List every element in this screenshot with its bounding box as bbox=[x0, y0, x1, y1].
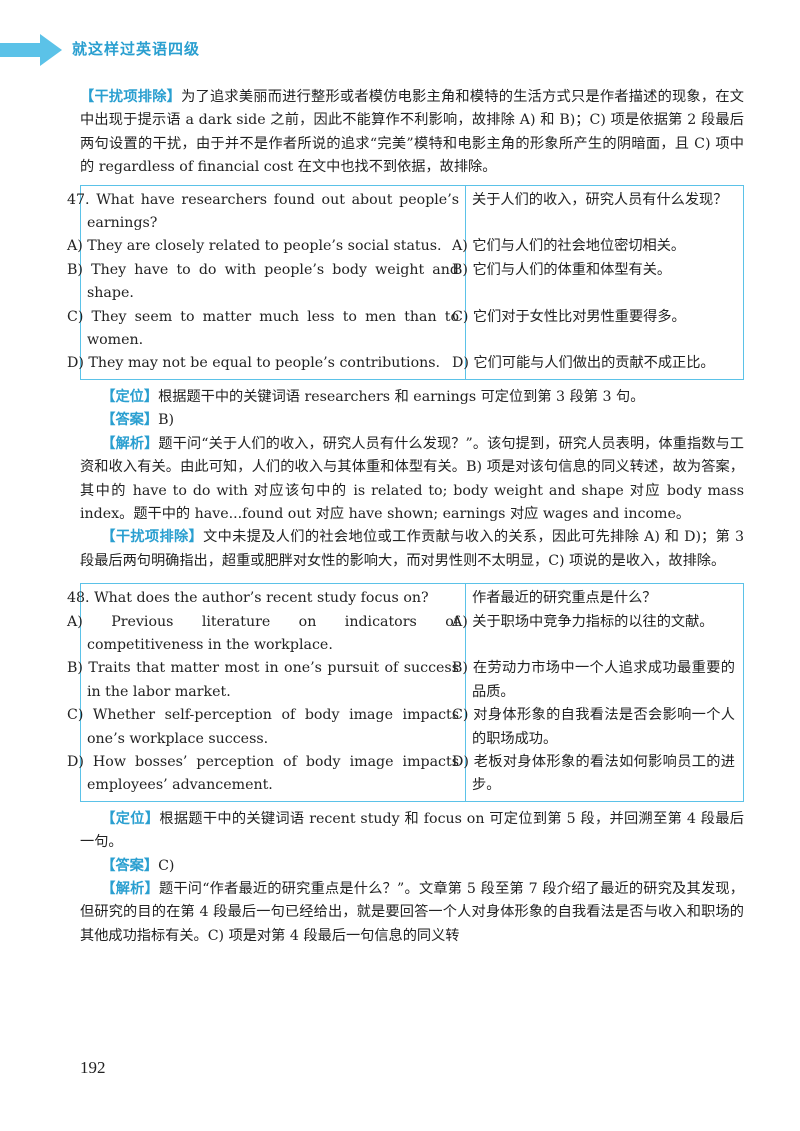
answer-tag: 【答案】 bbox=[101, 412, 159, 429]
question-47-table: 47. What have researchers found out abou… bbox=[67, 184, 744, 380]
q48-option-b-en: B) Traits that matter most in one’s purs… bbox=[67, 657, 466, 705]
table-row: D) How bosses’ perception of body image … bbox=[67, 750, 744, 802]
q47-option-b-en: B) They have to do with people’s body we… bbox=[67, 258, 466, 306]
q47-stem-cn: 关于人们的收入，研究人员有什么发现？ bbox=[472, 191, 728, 208]
q47-option-a-en: A) They are closely related to people’s … bbox=[67, 235, 466, 259]
q48-stem-cn: 作者最近的研究重点是什么？ bbox=[472, 590, 657, 607]
page-content: 【干扰项排除】为了追求美丽而进行整形或者模仿电影主角和模特的生活方式只是作者描述… bbox=[67, 86, 744, 948]
q48-option-d-cn: D) 老板对身体形象的看法如何影响员工的进步。 bbox=[452, 753, 735, 794]
header-bar bbox=[0, 43, 42, 57]
q47-answer: 【答案】B) bbox=[80, 409, 744, 432]
table-row: D) They may not be equal to people’s con… bbox=[67, 352, 744, 380]
q47-exclude-text: 文中未提及人们的社会地位或工作贡献与收入的关系，因此可先排除 A) 和 D)；第… bbox=[80, 529, 744, 569]
q47-explain-text: 题干问“关于人们的收入，研究人员有什么发现？”。该句提到，研究人员表明，体重指数… bbox=[80, 435, 744, 522]
q47-option-c-cn: C) 它们对于女性比对男性重要得多。 bbox=[452, 308, 686, 325]
q48-answer-text: C) bbox=[158, 857, 175, 874]
table-row: B) They have to do with people’s body we… bbox=[67, 258, 744, 306]
q47-locate-text: 根据题干中的关键词语 researchers 和 earnings 可定位到第 … bbox=[158, 388, 645, 405]
q48-stem-en: 48. What does the author’s recent study … bbox=[67, 583, 466, 611]
q48-locate: 【定位】根据题干中的关键词语 recent study 和 focus on 可… bbox=[80, 808, 744, 855]
q48-locate-text: 根据题干中的关键词语 recent study 和 focus on 可定位到第… bbox=[80, 810, 744, 851]
exclude-tag: 【干扰项排除】 bbox=[80, 89, 182, 105]
answer-tag: 【答案】 bbox=[101, 857, 159, 874]
page-number: 192 bbox=[80, 1058, 106, 1077]
q48-explain-text: 题干问“作者最近的研究重点是什么？”。文章第 5 段至第 7 段介绍了最近的研究… bbox=[80, 881, 744, 944]
q48-answer: 【答案】C) bbox=[80, 855, 744, 878]
table-row: 47. What have researchers found out abou… bbox=[67, 185, 744, 236]
question-48-table: 48. What does the author’s recent study … bbox=[67, 583, 744, 802]
intro-paragraph: 【干扰项排除】为了追求美丽而进行整形或者模仿电影主角和模特的生活方式只是作者描述… bbox=[80, 86, 744, 180]
table-row: A) Previous literature on indicators of … bbox=[67, 610, 744, 658]
q47-option-a-cn: A) 它们与人们的社会地位密切相关。 bbox=[452, 238, 686, 255]
q47-option-d-cn: D) 它们可能与人们做出的贡献不成正比。 bbox=[452, 355, 715, 372]
table-row: B) Traits that matter most in one’s purs… bbox=[67, 657, 744, 705]
q48-option-b-cn: B) 在劳动力市场中一个人追求成功最重要的品质。 bbox=[452, 660, 735, 700]
table-row: C) They seem to matter much less to men … bbox=[67, 305, 744, 353]
q48-option-a-en: A) Previous literature on indicators of … bbox=[67, 610, 466, 658]
explain-tag: 【解析】 bbox=[101, 881, 159, 897]
q47-stem-en: 47. What have researchers found out abou… bbox=[67, 185, 466, 236]
q48-option-c-cn: C) 对身体形象的自我看法是否会影响一个人的职场成功。 bbox=[452, 707, 735, 747]
q48-explain: 【解析】题干问“作者最近的研究重点是什么？”。文章第 5 段至第 7 段介绍了最… bbox=[80, 878, 744, 948]
table-row: A) They are closely related to people’s … bbox=[67, 235, 744, 259]
table-row: 48. What does the author’s recent study … bbox=[67, 583, 744, 611]
intro-text: 为了追求美丽而进行整形或者模仿电影主角和模特的生活方式只是作者描述的现象，在文中… bbox=[80, 89, 744, 176]
explain-tag: 【解析】 bbox=[101, 435, 159, 452]
header-arrow-icon bbox=[40, 34, 62, 66]
q48-option-d-en: D) How bosses’ perception of body image … bbox=[67, 750, 466, 802]
locate-tag: 【定位】 bbox=[101, 388, 159, 405]
running-header: 就这样过英语四级 bbox=[0, 32, 800, 68]
q48-option-c-en: C) Whether self-perception of body image… bbox=[67, 704, 466, 751]
q47-exclude: 【干扰项排除】文中未提及人们的社会地位或工作贡献与收入的关系，因此可先排除 A)… bbox=[80, 526, 744, 573]
q48-option-a-cn: A) 关于职场中竞争力指标的以往的文献。 bbox=[452, 613, 714, 630]
q47-option-c-en: C) They seem to matter much less to men … bbox=[67, 305, 466, 353]
q47-locate: 【定位】根据题干中的关键词语 researchers 和 earnings 可定… bbox=[80, 386, 744, 409]
locate-tag: 【定位】 bbox=[101, 810, 160, 827]
q47-option-d-en: D) They may not be equal to people’s con… bbox=[67, 352, 466, 380]
header-title: 就这样过英语四级 bbox=[72, 40, 201, 58]
q47-answer-text: B) bbox=[158, 412, 175, 429]
q47-explain: 【解析】题干问“关于人们的收入，研究人员有什么发现？”。该句提到，研究人员表明，… bbox=[80, 433, 744, 527]
table-row: C) Whether self-perception of body image… bbox=[67, 704, 744, 751]
q47-option-b-cn: B) 它们与人们的体重和体型有关。 bbox=[452, 261, 672, 278]
exclude-tag: 【干扰项排除】 bbox=[101, 529, 204, 546]
